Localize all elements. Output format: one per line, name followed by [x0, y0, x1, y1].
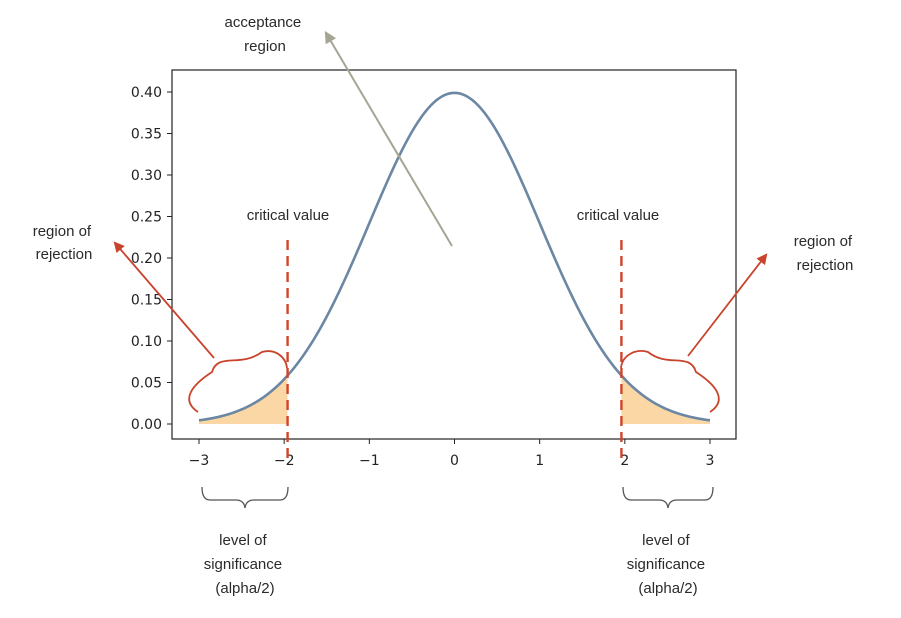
acceptance-label-line2: region — [244, 38, 286, 55]
significance-label-right: level of significance (alpha/2) — [627, 532, 710, 597]
left-rejection-area — [199, 375, 288, 424]
axis-ticks: −3 −2 −1 0 1 2 3 0.00 0.05 0.10 0.15 0.20 0.25 0.30 0.… — [131, 85, 715, 469]
y-tick-label: 0.15 — [131, 293, 162, 309]
x-tick-label: −3 — [189, 453, 210, 469]
y-tick-label: 0.10 — [131, 334, 162, 350]
x-tick-label: 0 — [450, 453, 459, 469]
y-tick-label: 0.40 — [131, 85, 162, 101]
rejection-right-line2: rejection — [797, 257, 854, 274]
critical-value-lines — [286, 240, 623, 460]
left-tail-brace — [188, 350, 288, 413]
acceptance-region-label: acceptance region — [225, 14, 306, 55]
significance-right-line2: significance — [627, 556, 705, 573]
y-tick-label: 0.35 — [131, 127, 162, 143]
right-tail-brace — [620, 350, 720, 413]
x-tick-label: 2 — [620, 453, 629, 469]
acceptance-arrow — [324, 30, 453, 247]
left-rejection-arrow — [113, 241, 215, 359]
rejection-label-right: region of rejection — [794, 233, 857, 274]
rejection-label-left: region of rejection — [33, 223, 96, 263]
plot-frame — [171, 69, 737, 440]
critical-value-label-left: critical value — [247, 207, 330, 224]
rejection-left-line1: region of — [33, 223, 92, 240]
y-tick-label: 0.05 — [131, 376, 162, 392]
rejection-right-line1: region of — [794, 233, 853, 250]
y-tick-label: 0.20 — [131, 251, 162, 267]
critical-value-label-right: critical value — [577, 207, 660, 224]
significance-label-left: level of significance (alpha/2) — [204, 532, 287, 597]
significance-left-line2: significance — [204, 556, 282, 573]
x-tick-label: −2 — [274, 453, 295, 469]
normal-curve-line — [198, 91, 711, 422]
y-tick-label: 0.00 — [131, 417, 162, 433]
y-tick-label: 0.25 — [131, 210, 162, 226]
acceptance-label-line1: acceptance — [225, 14, 302, 31]
x-tick-label: 3 — [706, 453, 715, 469]
rejection-shading — [199, 375, 710, 424]
x-tick-label: 1 — [535, 453, 544, 469]
x-tick-label: −1 — [359, 453, 380, 469]
significance-right-line1: level of — [642, 532, 690, 549]
right-significance-brace — [622, 486, 714, 509]
right-rejection-area — [621, 375, 710, 424]
y-tick-label: 0.30 — [131, 168, 162, 184]
rejection-left-line2: rejection — [36, 246, 93, 263]
significance-right-line3: (alpha/2) — [638, 580, 697, 597]
significance-left-line1: level of — [219, 532, 267, 549]
left-significance-brace — [201, 486, 289, 509]
significance-left-line3: (alpha/2) — [215, 580, 274, 597]
right-rejection-arrow — [687, 253, 768, 357]
